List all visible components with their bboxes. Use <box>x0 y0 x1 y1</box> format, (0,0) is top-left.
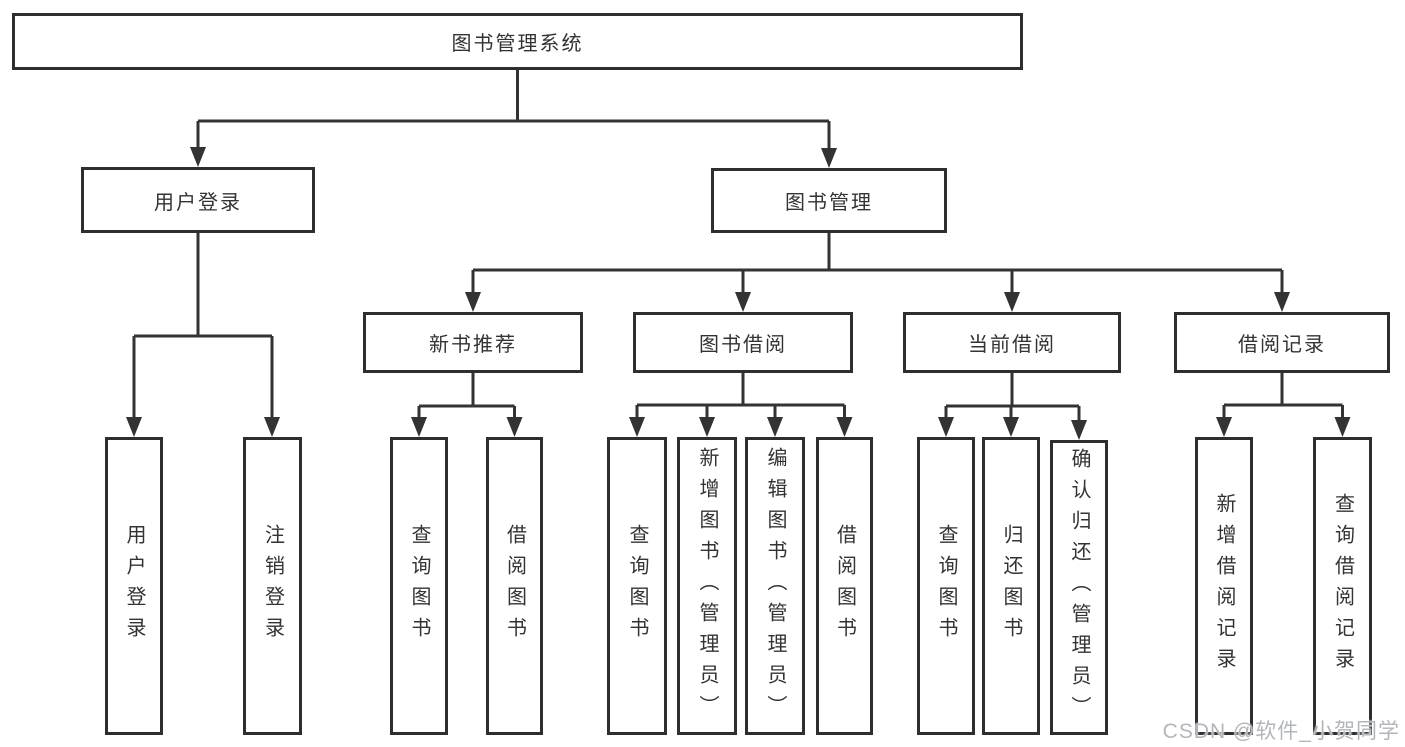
leaf-return-book: 归还图书 <box>982 437 1040 735</box>
leaf-edit-book-admin: 编辑图书（管理员） <box>745 437 805 735</box>
node-book-borrow-label: 图书借阅 <box>699 334 787 356</box>
leaf-logout-label: 注销登录 <box>261 524 284 648</box>
leaf-return-book-label: 归还图书 <box>1000 524 1022 648</box>
node-borrow-records: 借阅记录 <box>1174 312 1390 373</box>
leaf-borrow-books: 借阅图书 <box>816 437 873 735</box>
leaf-query-books-borrow: 查询图书 <box>607 437 667 735</box>
arrowhead <box>836 417 853 437</box>
node-user-login: 用户登录 <box>81 167 315 233</box>
leaf-query-books-current-label: 查询图书 <box>935 524 957 648</box>
arrowhead <box>1071 420 1087 440</box>
node-new-book-recommend: 新书推荐 <box>363 312 583 373</box>
node-book-management-label: 图书管理 <box>785 192 873 214</box>
leaf-confirm-return-admin: 确认归还（管理员） <box>1050 440 1108 735</box>
node-book-management: 图书管理 <box>711 168 947 233</box>
node-new-book-recommend-label: 新书推荐 <box>429 334 517 356</box>
node-library-system: 图书管理系统 <box>12 13 1023 70</box>
leaf-query-books-recommend: 查询图书 <box>390 437 448 735</box>
leaf-add-borrow-record-label: 新增借阅记录 <box>1213 493 1235 679</box>
leaf-borrow-books-recommend: 借阅图书 <box>486 437 543 735</box>
watermark: CSDN @软件_小贺同学 <box>1162 720 1400 743</box>
leaf-logout: 注销登录 <box>243 437 302 735</box>
leaf-query-books-borrow-label: 查询图书 <box>626 524 648 648</box>
arrowhead <box>1274 292 1290 312</box>
arrowhead <box>190 147 206 167</box>
arrowhead <box>506 417 523 437</box>
arrowhead <box>821 148 837 168</box>
arrowhead <box>264 417 280 437</box>
node-library-system-label: 图书管理系统 <box>451 33 584 55</box>
arrowhead <box>629 417 645 437</box>
leaf-user-login-label: 用户登录 <box>123 524 145 648</box>
node-book-borrow: 图书借阅 <box>633 312 853 373</box>
leaf-edit-book-admin-label: 编辑图书（管理员） <box>764 446 786 726</box>
node-user-login-label: 用户登录 <box>154 191 242 214</box>
leaf-query-books-recommend-label: 查询图书 <box>408 524 430 648</box>
arrowhead <box>1216 417 1232 437</box>
arrowhead <box>411 417 427 437</box>
leaf-borrow-books-recommend-label: 借阅图书 <box>503 524 526 648</box>
node-current-borrow-label: 当前借阅 <box>968 334 1056 356</box>
arrowhead <box>767 417 783 437</box>
leaf-add-book-admin-label: 新增图书（管理员） <box>696 446 718 726</box>
arrowheads <box>126 147 1351 440</box>
tree-edges <box>132 70 1344 425</box>
leaf-query-borrow-record: 查询借阅记录 <box>1313 437 1372 735</box>
arrowhead <box>1004 292 1020 312</box>
node-current-borrow: 当前借阅 <box>903 312 1121 373</box>
node-borrow-records-label: 借阅记录 <box>1238 334 1326 356</box>
arrowhead <box>126 417 142 437</box>
arrowhead <box>938 417 954 437</box>
leaf-user-login: 用户登录 <box>105 437 163 735</box>
leaf-add-borrow-record: 新增借阅记录 <box>1195 437 1253 735</box>
leaf-confirm-return-admin-label: 确认归还（管理员） <box>1068 448 1090 727</box>
leaf-query-borrow-record-label: 查询借阅记录 <box>1331 493 1354 679</box>
arrowhead <box>465 292 481 312</box>
arrowhead <box>699 417 715 437</box>
arrowhead <box>1334 417 1351 437</box>
leaf-borrow-books-label: 借阅图书 <box>833 524 856 648</box>
arrowhead <box>1003 417 1019 437</box>
leaf-query-books-current: 查询图书 <box>917 437 975 735</box>
leaf-add-book-admin: 新增图书（管理员） <box>677 437 737 735</box>
arrowhead <box>735 292 751 312</box>
